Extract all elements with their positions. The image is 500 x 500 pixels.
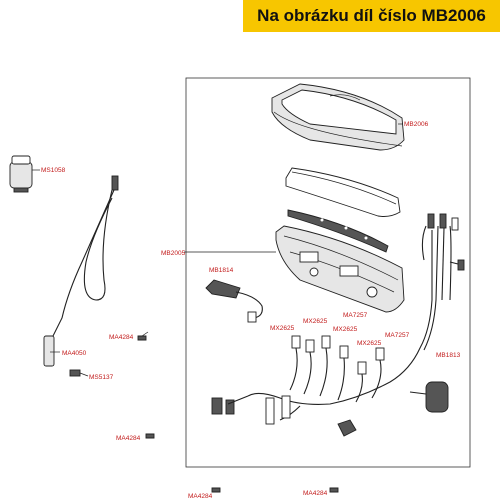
speedometer-lens-part[interactable]: [285, 167, 401, 217]
label-mx2625-a: MX2625: [270, 325, 295, 332]
bulb-part[interactable]: [337, 345, 349, 401]
banner-title: Na obrázku díl číslo MB2006: [257, 6, 486, 25]
label-ma4284-c: MA4284: [188, 493, 213, 500]
label-ma4284-b: MA4284: [116, 435, 141, 442]
speedometer-cover-part[interactable]: [271, 83, 405, 151]
bulb-socket-part[interactable]: [205, 279, 263, 323]
bulb-part[interactable]: [319, 335, 331, 397]
label-ma7257-a: MA7257: [343, 312, 368, 319]
bulb-part[interactable]: [303, 339, 315, 395]
dial-plate-part[interactable]: [287, 209, 389, 253]
meter-housing-part[interactable]: [275, 225, 405, 313]
screw-part[interactable]: [211, 487, 221, 493]
label-ms5137: MS5137: [89, 374, 114, 381]
screw-part[interactable]: [69, 369, 89, 377]
screw-part[interactable]: [329, 487, 339, 493]
screw-part[interactable]: [137, 331, 149, 341]
label-mx2625-b: MX2625: [303, 318, 328, 325]
label-ma4284-a: MA4284: [109, 334, 134, 341]
bulb-part[interactable]: [289, 335, 301, 391]
switch-part[interactable]: [9, 155, 33, 193]
label-mb2006: MB2006: [404, 121, 429, 128]
label-ma4050: MA4050: [62, 350, 87, 357]
bulb-part[interactable]: [355, 361, 367, 403]
label-ma4284-d: MA4284: [303, 490, 328, 497]
label-mb2005: MB2005: [161, 250, 186, 257]
label-mx2625-d: MX2625: [357, 340, 382, 347]
part-number-banner: Na obrázku díl číslo MB2006: [243, 0, 500, 32]
screw-part[interactable]: [145, 433, 155, 439]
speedometer-cable-part[interactable]: [43, 175, 119, 367]
bulb-part[interactable]: [371, 347, 385, 399]
label-ma7257-b: MA7257: [385, 332, 410, 339]
label-mb1813: MB1813: [436, 352, 461, 359]
assembly-frame: [185, 77, 471, 468]
label-mb1814: MB1814: [209, 267, 234, 274]
wiring-harness-part[interactable]: [211, 213, 465, 437]
label-ms1058: MS1058: [41, 167, 66, 174]
label-mx2625-c: MX2625: [333, 326, 358, 333]
